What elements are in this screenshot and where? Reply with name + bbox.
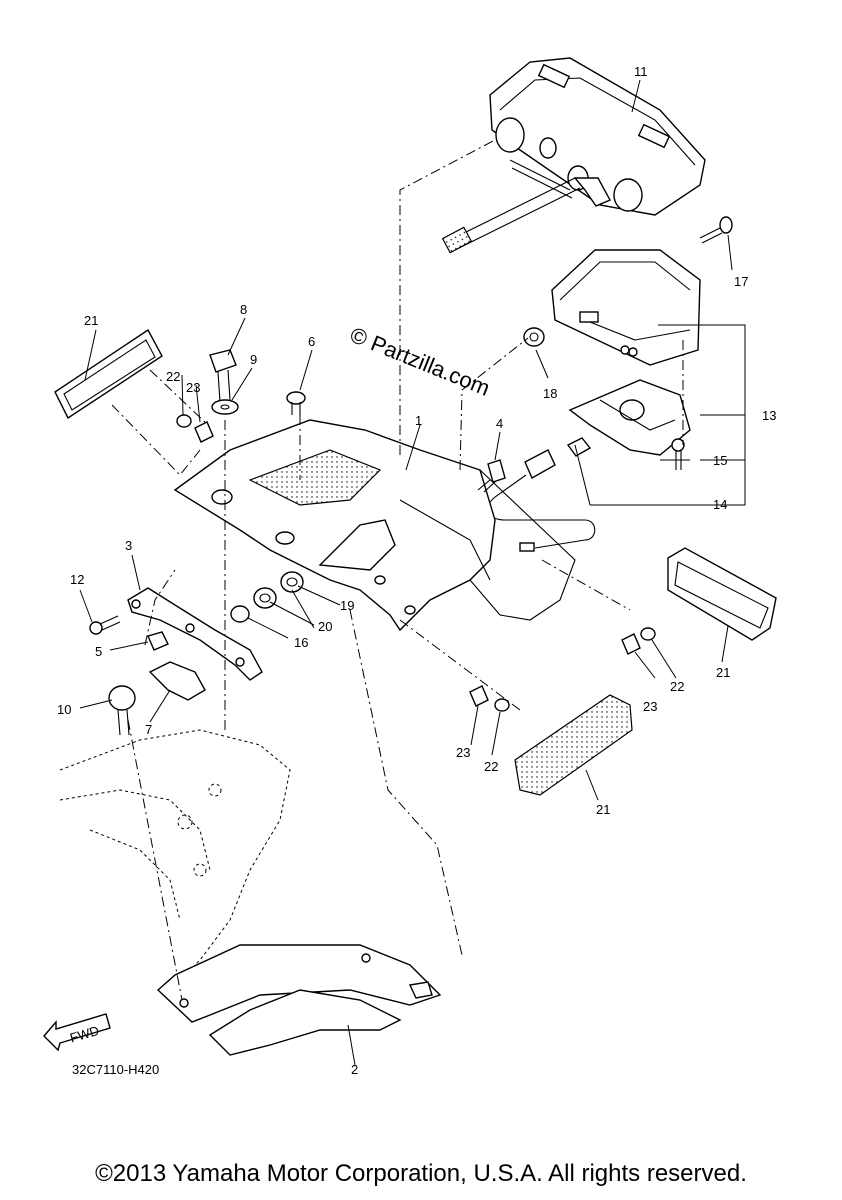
callout-15: 15 xyxy=(713,453,727,468)
callout-8: 8 xyxy=(240,302,247,317)
callout-22a: 22 xyxy=(166,369,180,384)
bracket-3 xyxy=(127,587,263,681)
callout-23b: 23 xyxy=(643,699,657,714)
callout-1: 1 xyxy=(415,413,422,428)
callout-16: 16 xyxy=(294,635,308,650)
callout-22b: 22 xyxy=(670,679,684,694)
leader-lines xyxy=(79,79,746,1066)
damper-20 xyxy=(253,587,277,609)
reflector-21-left xyxy=(54,328,163,420)
lower-cover-2 xyxy=(156,944,442,1056)
callout-23c: 23 xyxy=(456,745,470,760)
rear-frame-section xyxy=(59,729,291,981)
callout-9: 9 xyxy=(250,352,257,367)
bulb-14-and-socket xyxy=(487,437,596,552)
callout-2: 2 xyxy=(351,1062,358,1077)
callout-13: 13 xyxy=(762,408,776,423)
diagram-code: 32C7110-H420 xyxy=(72,1062,160,1077)
callout-3: 3 xyxy=(125,538,132,553)
callout-14: 14 xyxy=(713,497,727,512)
callout-6: 6 xyxy=(308,334,315,349)
callout-4: 4 xyxy=(496,416,503,431)
reflector-21-right xyxy=(667,547,777,641)
callouts: 1 2 3 4 5 6 7 8 9 10 11 12 13 14 15 16 1… xyxy=(57,64,776,1077)
callout-12: 12 xyxy=(70,572,84,587)
license-plate-stay xyxy=(173,419,576,632)
callout-21a: 21 xyxy=(84,313,98,328)
callout-19: 19 xyxy=(340,598,354,613)
callout-10: 10 xyxy=(57,702,71,717)
license-light-housing xyxy=(568,379,691,456)
callout-21b: 21 xyxy=(716,665,730,680)
callout-21c: 21 xyxy=(596,802,610,817)
assembly-lines xyxy=(111,139,684,1001)
screw-6 xyxy=(286,391,306,415)
washer-9 xyxy=(211,399,239,415)
bolt-4 xyxy=(477,459,506,493)
callout-18: 18 xyxy=(543,386,557,401)
callout-17: 17 xyxy=(734,274,748,289)
callout-5: 5 xyxy=(95,644,102,659)
collar-16 xyxy=(230,605,250,623)
tail-lamp-wire-harness xyxy=(441,159,611,254)
nut-5 xyxy=(147,631,169,651)
bolt-10 xyxy=(108,685,136,736)
bolt-8 xyxy=(209,349,237,403)
fwd-arrow-icon: FWD xyxy=(43,1013,111,1052)
screw-12 xyxy=(89,615,121,635)
callout-23a: 23 xyxy=(186,380,200,395)
license-light-cover xyxy=(551,249,701,366)
grommet-18 xyxy=(523,327,545,347)
clamp-7 xyxy=(148,661,206,701)
screw-15 xyxy=(671,438,685,470)
callout-7: 7 xyxy=(145,722,152,737)
callout-22c: 22 xyxy=(484,759,498,774)
reflector-21-bottom xyxy=(514,694,633,796)
callout-11: 11 xyxy=(634,64,648,79)
copyright-notice: ©2013 Yamaha Motor Corporation, U.S.A. A… xyxy=(95,1160,747,1187)
damper-19 xyxy=(280,571,304,593)
callout-20: 20 xyxy=(318,619,332,634)
washers-nuts-22-23 xyxy=(176,414,656,712)
screw-17 xyxy=(699,216,733,244)
